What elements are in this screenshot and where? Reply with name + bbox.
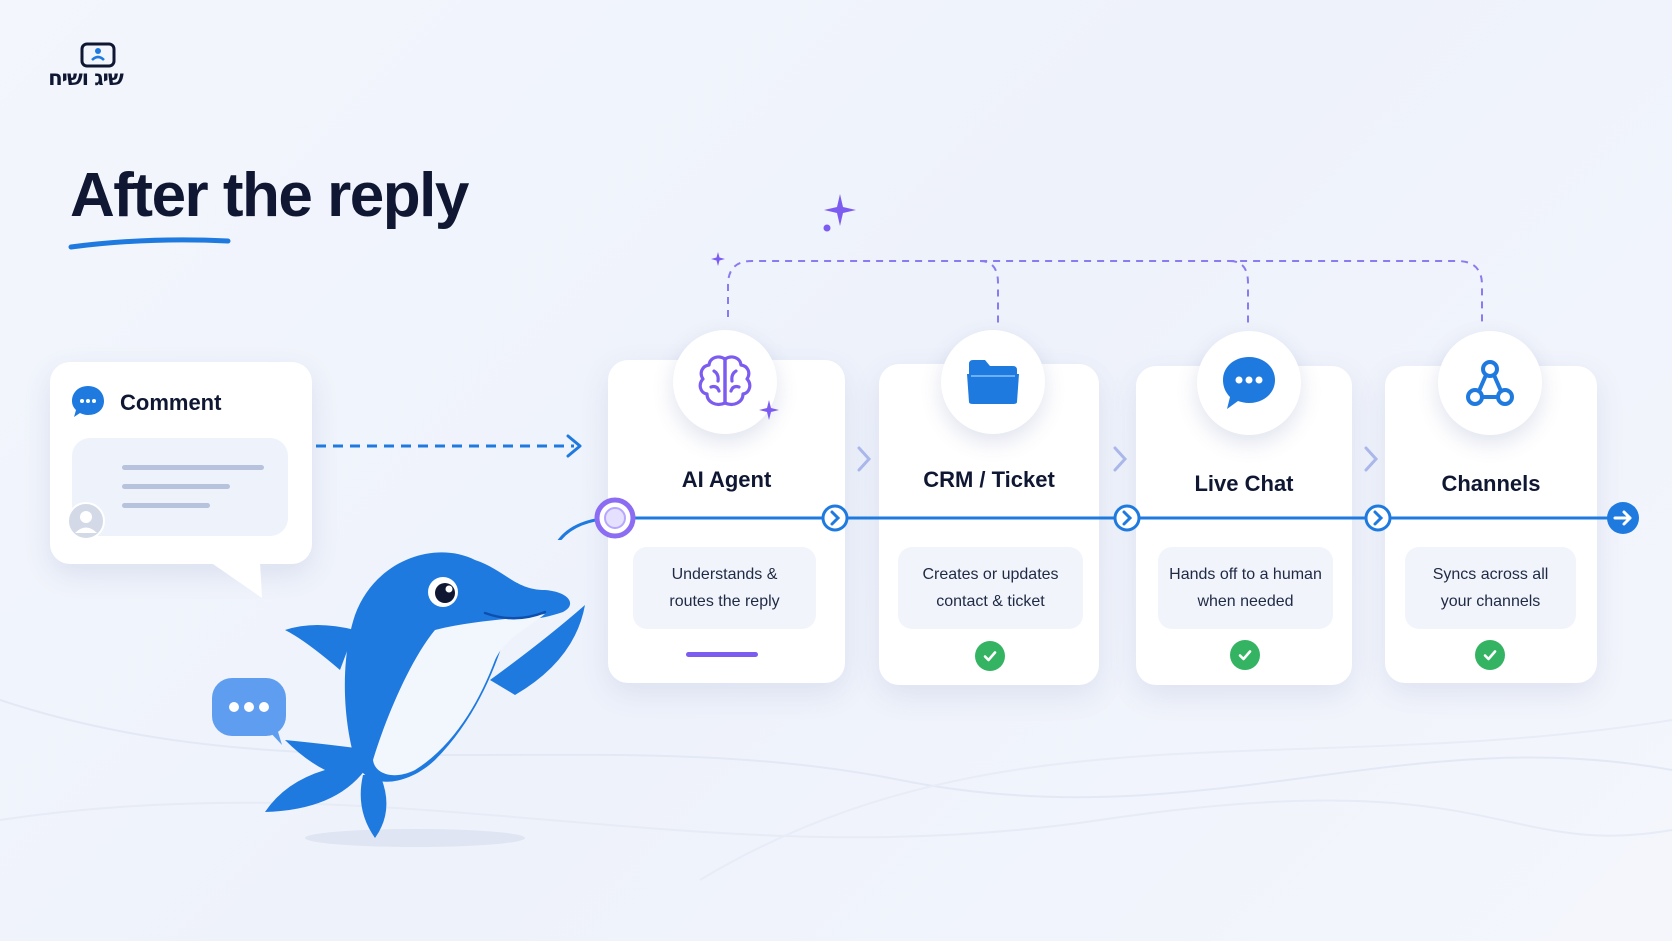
flow-line bbox=[557, 516, 1620, 540]
sync-connector-lines bbox=[727, 260, 1483, 325]
folder-icon bbox=[941, 330, 1045, 434]
step-title-channels: Channels bbox=[1441, 471, 1541, 496]
logo-chat-icon bbox=[80, 42, 116, 68]
text-line bbox=[122, 503, 210, 508]
comment-label: Comment bbox=[120, 390, 222, 415]
logo-text: שיג ושיח bbox=[48, 66, 124, 90]
dolphin-mascot bbox=[265, 552, 585, 847]
chevron-right-icon bbox=[1364, 446, 1379, 472]
title-underline bbox=[68, 237, 231, 250]
typing-bubble-icon bbox=[212, 678, 286, 745]
check-icon bbox=[975, 641, 1005, 671]
comment-bubble-icon bbox=[72, 386, 104, 417]
flow-node-icon bbox=[1113, 504, 1141, 532]
avatar-icon bbox=[67, 502, 105, 540]
chevron-right-icon bbox=[857, 446, 872, 472]
text-line bbox=[122, 465, 264, 470]
desc-line: Understands & bbox=[671, 566, 778, 583]
desc-line: routes the reply bbox=[669, 593, 780, 610]
desc-line: contact & ticket bbox=[936, 593, 1045, 610]
step-desc-ai-agent: Understands & routes the reply bbox=[633, 547, 816, 629]
desc-line: Syncs across all bbox=[1432, 566, 1549, 583]
sparkle-icon bbox=[759, 400, 779, 420]
comment-card: Comment bbox=[50, 362, 312, 564]
check-icon bbox=[1475, 640, 1505, 670]
step-desc-crm-ticket: Creates or updates contact & ticket bbox=[898, 547, 1083, 629]
comment-message-box bbox=[72, 438, 288, 536]
desc-line: Hands off to a human bbox=[1169, 566, 1322, 583]
sparkle-dot-icon bbox=[823, 224, 831, 232]
comment-card-tail bbox=[210, 562, 262, 598]
check-icon bbox=[1230, 640, 1260, 670]
in-progress-bar bbox=[686, 652, 758, 657]
nodes-icon bbox=[1438, 331, 1542, 435]
desc-line: your channels bbox=[1440, 593, 1541, 610]
flow-start-node bbox=[594, 497, 636, 539]
step-desc-channels: Syncs across all your channels bbox=[1405, 547, 1576, 629]
sparkle-small-icon bbox=[711, 252, 725, 266]
sparkle-icon bbox=[824, 194, 856, 226]
brain-icon bbox=[673, 330, 777, 434]
step-title-crm-ticket: CRM / Ticket bbox=[923, 467, 1055, 492]
brand-logo: שיג ושיח bbox=[38, 40, 133, 94]
page-title: After the reply bbox=[70, 161, 469, 230]
comment-to-agent-arrow bbox=[316, 434, 582, 458]
text-line bbox=[122, 484, 230, 489]
flow-node-icon bbox=[1364, 504, 1392, 532]
desc-line: Creates or updates bbox=[922, 566, 1059, 583]
step-title-ai-agent: AI Agent bbox=[681, 467, 772, 492]
chevron-right-icon bbox=[1113, 446, 1128, 472]
flow-node-icon bbox=[821, 504, 849, 532]
chat-bubble-icon bbox=[1197, 331, 1301, 435]
desc-line: when needed bbox=[1197, 593, 1294, 610]
flow-end-arrow-icon bbox=[1607, 502, 1639, 534]
step-desc-live-chat: Hands off to a human when needed bbox=[1158, 547, 1333, 629]
step-title-live-chat: Live Chat bbox=[1194, 471, 1294, 496]
